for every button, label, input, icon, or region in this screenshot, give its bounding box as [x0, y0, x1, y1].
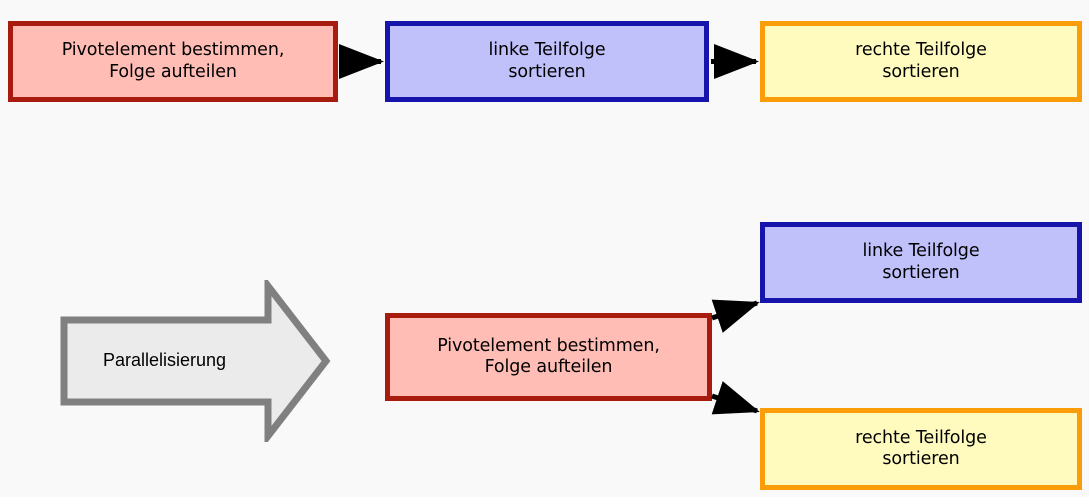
parallel-pivot-node: Pivotelement bestimmen, Folge aufteilen [385, 313, 712, 401]
parallelization-block-arrow-icon [60, 280, 331, 442]
parallelization-label: Parallelisierung [102, 349, 227, 370]
parallel-left-subsequence-node: linke Teilfolge sortieren [760, 222, 1082, 303]
sequential-left-subsequence-node: linke Teilfolge sortieren [385, 21, 709, 102]
arrow-parallel-pivot-to-left [711, 299, 760, 333]
parallel-right-subsequence-node: rechte Teilfolge sortieren [760, 408, 1082, 490]
sequential-right-subsequence-node: rechte Teilfolge sortieren [760, 21, 1082, 102]
arrow-parallel-pivot-to-right [711, 381, 760, 415]
sequential-pivot-node: Pivotelement bestimmen, Folge aufteilen [8, 21, 338, 102]
